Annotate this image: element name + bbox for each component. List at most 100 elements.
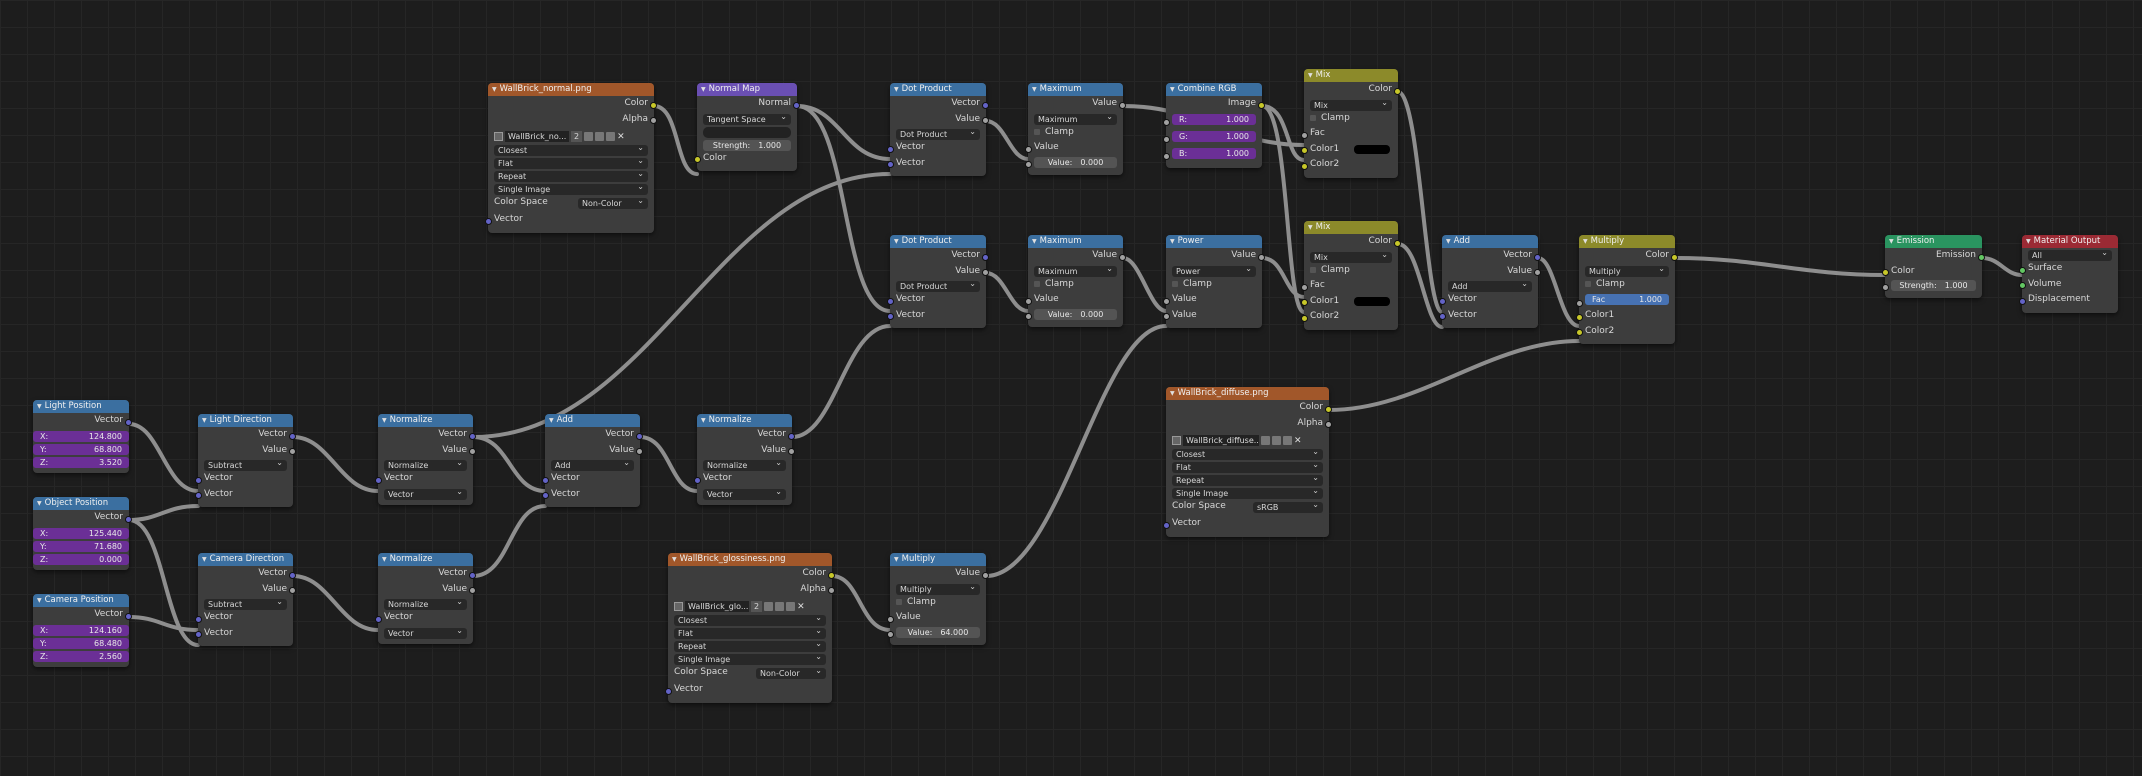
- operation-dropdown[interactable]: Maximum: [1034, 265, 1117, 277]
- socket-icon[interactable]: [1301, 147, 1308, 154]
- open-folder-icon[interactable]: [606, 132, 616, 141]
- clamp-checkbox[interactable]: Clamp: [1304, 111, 1398, 127]
- fake-user-icon[interactable]: [584, 132, 594, 141]
- socket-icon[interactable]: [2019, 282, 2026, 289]
- x-field[interactable]: X:125.440: [33, 527, 129, 539]
- node-header[interactable]: ▼Emission: [1885, 235, 1982, 248]
- node-header[interactable]: ▼Multiply: [1579, 235, 1675, 248]
- color-space-dropdown[interactable]: sRGB: [1253, 502, 1323, 513]
- collapse-caret-icon[interactable]: ▼: [382, 556, 387, 563]
- value-field[interactable]: Value:0.000: [1034, 308, 1117, 320]
- interpolation-dropdown[interactable]: Closest: [494, 145, 648, 156]
- value-field[interactable]: Value:64.000: [896, 626, 980, 638]
- x-field[interactable]: X:124.160: [33, 624, 129, 636]
- socket-icon[interactable]: [650, 117, 657, 124]
- collapse-caret-icon[interactable]: ▼: [701, 417, 706, 424]
- collapse-caret-icon[interactable]: ▼: [672, 556, 677, 563]
- node-dot-product-specular[interactable]: ▼Dot Product Vector Value Dot Product Ve…: [887, 235, 989, 328]
- operation-dropdown[interactable]: Dot Product: [896, 281, 980, 292]
- collapse-caret-icon[interactable]: ▼: [382, 417, 387, 424]
- image-selector[interactable]: WallBrick_glo... 2 ✕: [674, 600, 826, 613]
- operation-dropdown[interactable]: Normalize: [703, 460, 786, 471]
- socket-icon[interactable]: [793, 101, 800, 109]
- node-header[interactable]: ▼WallBrick_glossiness.png: [668, 553, 832, 566]
- socket-icon[interactable]: [1025, 160, 1032, 168]
- collapse-caret-icon[interactable]: ▼: [202, 556, 207, 563]
- r-field[interactable]: R:1.000: [1172, 113, 1256, 125]
- node-header[interactable]: ▼Light Direction: [198, 414, 293, 427]
- strength-field[interactable]: Strength:1.000: [1891, 280, 1976, 291]
- socket-icon[interactable]: [195, 615, 202, 623]
- socket-icon[interactable]: [828, 587, 835, 594]
- node-object-position[interactable]: ▼Object Position Vector X:125.440 Y:71.6…: [33, 497, 132, 570]
- socket-icon[interactable]: [1576, 313, 1583, 321]
- close-icon[interactable]: ✕: [617, 131, 625, 142]
- socket-icon[interactable]: [1978, 253, 1985, 261]
- checkbox-icon[interactable]: [1310, 266, 1316, 273]
- node-light-position[interactable]: ▼Light Position Vector X:124.800 Y:68.80…: [33, 400, 132, 473]
- socket-icon[interactable]: [1439, 297, 1446, 305]
- color-swatch[interactable]: [1354, 296, 1390, 306]
- checkbox-icon[interactable]: [896, 598, 902, 605]
- node-header[interactable]: ▼Add: [545, 414, 640, 427]
- socket-icon[interactable]: [1882, 284, 1889, 291]
- socket-icon[interactable]: [650, 101, 657, 109]
- socket-icon[interactable]: [887, 630, 894, 638]
- operation-dropdown[interactable]: Dot Product: [896, 129, 980, 140]
- socket-icon[interactable]: [1439, 313, 1446, 320]
- open-folder-icon[interactable]: [786, 602, 796, 611]
- collapse-caret-icon[interactable]: ▼: [37, 403, 42, 410]
- color-space-dropdown[interactable]: Non-Color: [578, 198, 648, 209]
- checkbox-icon[interactable]: [1172, 280, 1178, 287]
- node-light-direction[interactable]: ▼Light Direction Vector Value Subtract V…: [195, 414, 296, 507]
- node-camera-direction[interactable]: ▼Camera Direction Vector Value Subtract …: [195, 553, 296, 646]
- projection-dropdown[interactable]: Flat: [1172, 462, 1323, 473]
- node-header[interactable]: ▼Normalize: [378, 414, 473, 427]
- socket-icon[interactable]: [1301, 283, 1308, 291]
- socket-icon[interactable]: [1163, 521, 1170, 529]
- socket-icon[interactable]: [1163, 119, 1170, 126]
- clamp-checkbox[interactable]: Clamp: [1028, 125, 1123, 141]
- color-space-dropdown[interactable]: Non-Color: [756, 668, 826, 679]
- socket-icon[interactable]: [2019, 297, 2026, 305]
- collapse-caret-icon[interactable]: ▼: [1583, 238, 1588, 245]
- socket-icon[interactable]: [665, 687, 672, 695]
- node-header[interactable]: ▼Normal Map: [697, 83, 797, 96]
- source-dropdown[interactable]: Single Image: [674, 654, 826, 665]
- socket-icon[interactable]: [982, 117, 989, 124]
- z-field[interactable]: Z:2.560: [33, 650, 129, 662]
- socket-icon[interactable]: [982, 571, 989, 579]
- socket-icon[interactable]: [1258, 253, 1265, 261]
- collapse-caret-icon[interactable]: ▼: [492, 86, 497, 93]
- collapse-caret-icon[interactable]: ▼: [1889, 238, 1894, 245]
- collapse-caret-icon[interactable]: ▼: [1308, 72, 1313, 79]
- socket-icon[interactable]: [1576, 299, 1583, 307]
- clamp-checkbox[interactable]: Clamp: [1579, 277, 1675, 293]
- socket-icon[interactable]: [982, 253, 989, 261]
- operation-dropdown[interactable]: Maximum: [1034, 113, 1117, 125]
- node-multiply-color[interactable]: ▼Multiply Color Multiply Clamp Fac1.000 …: [1576, 235, 1678, 344]
- g-field[interactable]: G:1.000: [1172, 130, 1256, 142]
- checkbox-icon[interactable]: [1310, 114, 1316, 121]
- collapse-caret-icon[interactable]: ▼: [202, 417, 207, 424]
- node-dot-product-diffuse[interactable]: ▼Dot Product Vector Value Dot Product Ve…: [887, 83, 989, 176]
- node-header[interactable]: ▼Multiply: [890, 553, 986, 566]
- node-header[interactable]: ▼Power: [1166, 235, 1262, 248]
- socket-icon[interactable]: [1301, 131, 1308, 139]
- socket-icon[interactable]: [289, 587, 296, 594]
- collapse-caret-icon[interactable]: ▼: [894, 238, 899, 245]
- socket-icon[interactable]: [1325, 421, 1332, 428]
- node-add-halfway[interactable]: ▼Add Vector Value Add Vector Vector: [542, 414, 643, 507]
- socket-icon[interactable]: [195, 492, 202, 499]
- image-browse-icon[interactable]: [494, 132, 503, 141]
- source-dropdown[interactable]: Single Image: [494, 184, 648, 195]
- duplicate-icon[interactable]: [595, 132, 605, 141]
- socket-icon[interactable]: [887, 161, 894, 168]
- node-power[interactable]: ▼Power Value Power Clamp Value Value: [1163, 235, 1265, 328]
- operation-dropdown[interactable]: Multiply: [896, 583, 980, 595]
- image-browse-icon[interactable]: [1172, 436, 1181, 445]
- interpolation-dropdown[interactable]: Closest: [674, 615, 826, 626]
- socket-icon[interactable]: [788, 432, 795, 440]
- node-header[interactable]: ▼WallBrick_diffuse.png: [1166, 387, 1329, 400]
- node-material-output[interactable]: ▼Material Output All Surface Volume Disp…: [2019, 235, 2118, 313]
